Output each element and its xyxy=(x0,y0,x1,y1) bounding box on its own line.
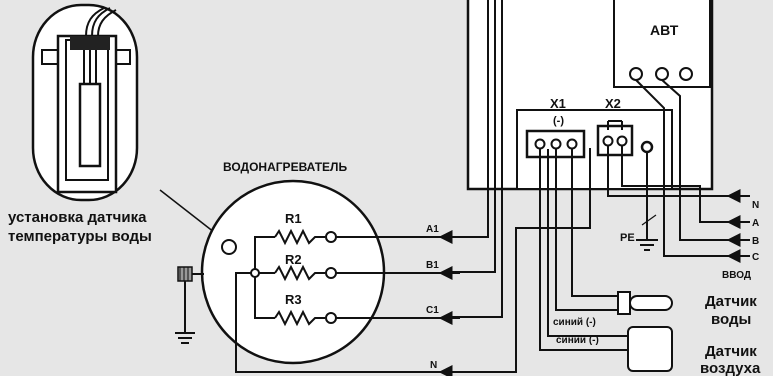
resistor-r1 xyxy=(274,228,325,246)
input-label-c: C xyxy=(752,252,759,263)
input-label-n: N xyxy=(752,200,759,211)
r2-label: R2 xyxy=(285,252,302,267)
wire-label-blue-1: синий (-) xyxy=(553,317,596,328)
r3-terminal xyxy=(325,312,337,324)
air-sensor-box xyxy=(627,326,673,372)
terminal-x1-sub: (-) xyxy=(553,115,564,127)
r1-label: R1 xyxy=(285,211,302,226)
heater-title: ВОДОНАГРЕВАТЕЛЬ xyxy=(223,160,347,174)
controller-box xyxy=(466,0,714,191)
pe-label: PE xyxy=(620,232,635,244)
wire-label-blue-2: синий (-) xyxy=(556,335,599,346)
terminal-x1-label: X1 xyxy=(550,96,566,111)
heater-ground xyxy=(175,266,204,344)
air-sensor-label-2: воздуха xyxy=(700,360,761,376)
terminal-x2-label: X2 xyxy=(605,96,621,111)
r1-terminal xyxy=(325,231,337,243)
temp-sensor-port xyxy=(221,239,237,255)
air-sensor-label-1: Датчик xyxy=(705,343,757,360)
sensor-install-caption-line-1: установка датчика xyxy=(8,209,147,226)
water-sensor-probe xyxy=(617,291,673,315)
sensor-install-caption-line-2: температуры воды xyxy=(8,228,152,245)
breaker-label: АВТ xyxy=(650,22,679,38)
line-label-b1: B1 xyxy=(426,260,439,271)
resistor-r2 xyxy=(274,264,325,282)
resistor-r3 xyxy=(274,309,325,327)
water-sensor-label-2: воды xyxy=(711,311,751,328)
sensor-detail-oval xyxy=(31,3,139,202)
input-label-a: A xyxy=(752,218,759,229)
input-label: ВВОД xyxy=(722,270,751,281)
line-label-a1: A1 xyxy=(426,224,439,235)
r3-label: R3 xyxy=(285,292,302,307)
pe-ground xyxy=(636,214,658,251)
wires xyxy=(235,0,737,373)
input-arrows xyxy=(726,189,750,263)
line-label-c1: C1 xyxy=(426,305,439,316)
bus-node xyxy=(250,268,260,278)
r2-terminal xyxy=(325,267,337,279)
pe-terminal xyxy=(640,140,654,154)
line-arrows xyxy=(438,230,460,376)
water-sensor-label-1: Датчик xyxy=(705,293,757,310)
line-label-n: N xyxy=(430,360,437,371)
input-label-b: B xyxy=(752,236,759,247)
